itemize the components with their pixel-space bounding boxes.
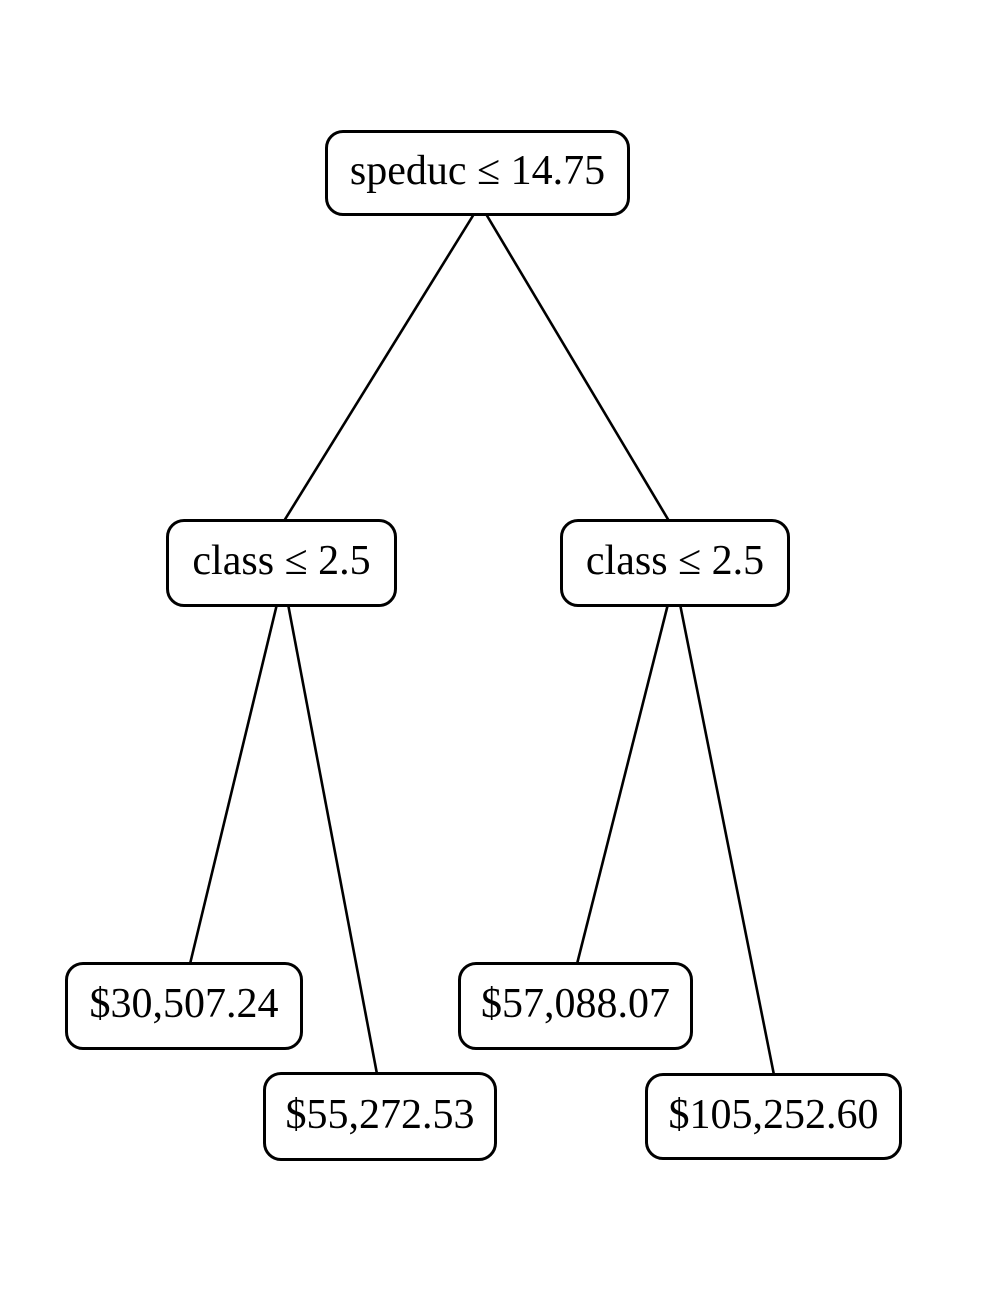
tree-leaf-4-label: $105,252.60: [668, 1091, 879, 1138]
edge-class-right-to-leaf-4: [678, 603, 776, 1076]
tree-node-root-label: speduc ≤ 14.75: [349, 148, 606, 194]
tree-node-left-split: class ≤ 2.5: [166, 519, 397, 607]
tree-node-left-split-label: class ≤ 2.5: [192, 538, 371, 584]
edge-root-to-class-right: [484, 213, 671, 522]
edge-class-left-to-leaf-1: [188, 603, 279, 965]
edge-root-to-class-left: [282, 213, 476, 522]
tree-leaf-1-label: $30,507.24: [89, 981, 279, 1027]
tree-leaf-3: $57,088.07: [458, 962, 693, 1050]
tree-leaf-4: $105,252.60: [645, 1073, 902, 1160]
tree-node-right-split: class ≤ 2.5: [560, 519, 790, 607]
tree-leaf-3-label: $57,088.07: [481, 981, 670, 1027]
edge-class-left-to-leaf-2: [286, 603, 379, 1075]
edge-class-right-to-leaf-3: [575, 603, 670, 965]
tree-leaf-2: $55,272.53: [263, 1072, 497, 1161]
tree-node-right-split-label: class ≤ 2.5: [585, 538, 765, 584]
tree-node-root-split: speduc ≤ 14.75: [325, 130, 630, 216]
tree-leaf-1: $30,507.24: [65, 962, 303, 1050]
tree-leaf-2-label: $55,272.53: [285, 1091, 475, 1138]
